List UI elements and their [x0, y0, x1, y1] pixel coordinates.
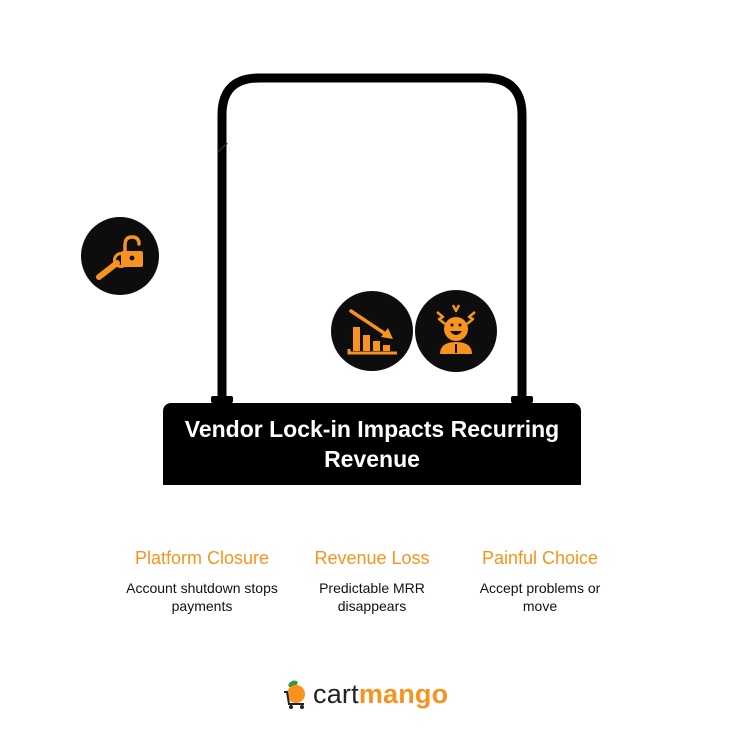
impact-heading: Painful Choice	[481, 548, 599, 568]
logo-wordmark: cartmango	[313, 678, 449, 709]
declining-chart-icon	[331, 291, 413, 371]
impact-description: Account shutdown stops payments	[126, 580, 278, 614]
impact-description: Predictable MRR disappears	[319, 580, 425, 614]
impact-heading: Revenue Loss	[314, 548, 430, 568]
impact-platform-closure: Platform Closure Account shutdown stops …	[117, 522, 287, 615]
declining-chart-icon-graphic	[347, 309, 397, 355]
impact-painful-choice: Painful Choice Accept problems or move	[455, 522, 625, 615]
title-banner: Vendor Lock-in Impacts Recurring Revenue	[163, 403, 581, 485]
cartmango-logo: cartmango	[282, 676, 448, 712]
stressed-person-icon-graphic	[436, 304, 476, 354]
impact-description: Accept problems or move	[479, 580, 601, 614]
unlock-key-icon	[81, 217, 159, 295]
page-title: Vendor Lock-in Impacts Recurring Revenue	[184, 416, 560, 472]
impact-revenue-loss: Revenue Loss Predictable MRR disappears	[287, 522, 457, 615]
impact-heading: Platform Closure	[134, 548, 270, 568]
stressed-person-icon	[415, 290, 497, 372]
unlock-key-icon-graphic	[96, 235, 143, 280]
mango-cart-icon	[284, 680, 305, 709]
